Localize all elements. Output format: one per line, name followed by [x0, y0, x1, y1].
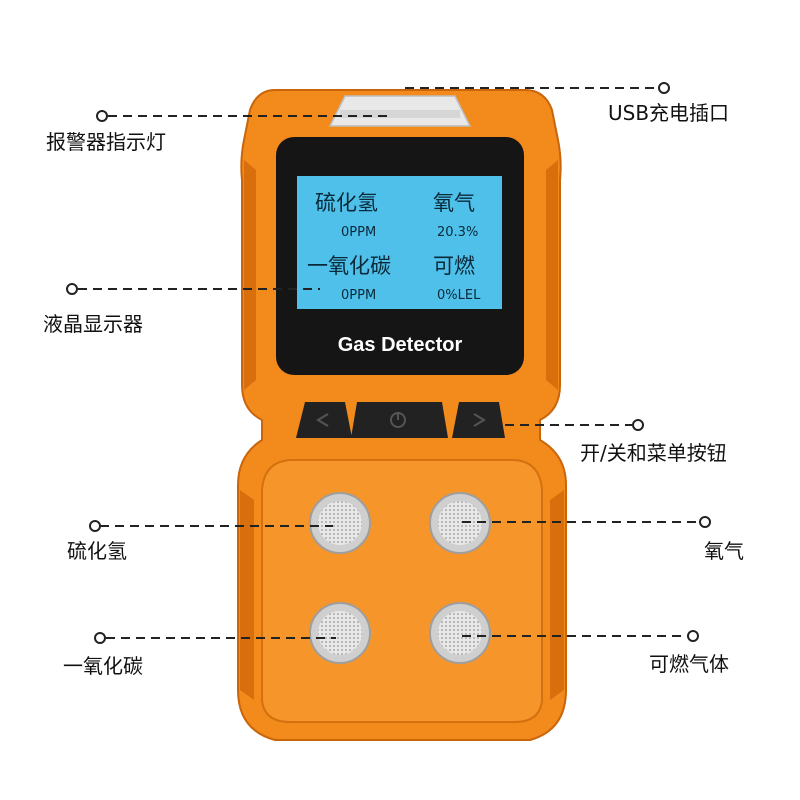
right-grip	[546, 160, 558, 390]
co-sensor-label: 一氧化碳	[63, 654, 143, 678]
brand-text: Gas Detector	[338, 334, 463, 356]
combustible-sensor	[429, 602, 491, 664]
usb-dot	[658, 82, 670, 94]
lcd-co-value: 0PPM	[341, 288, 376, 303]
h2s-dot	[89, 520, 101, 532]
combustible-sensor-label: 可燃气体	[649, 652, 729, 676]
co-dot	[94, 632, 106, 644]
lower-left-grip	[240, 490, 254, 700]
buttons-dot	[632, 419, 644, 431]
buttons-label: 开/关和菜单按钮	[580, 441, 727, 465]
lower-right-grip	[550, 490, 564, 700]
lcd-co-label: 一氧化碳	[307, 254, 391, 278]
h2s-sensor-label: 硫化氢	[67, 539, 127, 563]
leader-dots	[66, 82, 711, 644]
lcd-display-label: 液晶显示器	[43, 312, 143, 336]
h2s-sensor	[309, 492, 371, 554]
lcd-o2-label: 氧气	[433, 191, 475, 215]
alarm-light-label: 报警器指示灯	[46, 130, 166, 154]
lcd-lel-label: 可燃	[433, 254, 475, 278]
alarm-dot	[96, 110, 108, 122]
o2-sensor-label: 氧气	[704, 539, 744, 563]
co-sensor	[309, 602, 371, 664]
power-button[interactable]	[351, 402, 448, 438]
left-button[interactable]	[296, 402, 352, 438]
alarm-light-stripe	[340, 110, 460, 118]
lcd-screen	[297, 176, 502, 309]
triangle-right-icon	[473, 413, 486, 427]
lcd-lel-value: 0%LEL	[437, 288, 481, 303]
lcd-h2s-value: 0PPM	[341, 225, 376, 240]
o2-sensor	[429, 492, 491, 554]
lcd-h2s-label: 硫化氢	[315, 191, 378, 215]
leader-lines	[78, 87, 700, 639]
sensor-panel	[261, 459, 543, 723]
lcd-dot	[66, 283, 78, 295]
right-button[interactable]	[452, 402, 505, 438]
combustible-dot	[687, 630, 699, 642]
o2-dot	[699, 516, 711, 528]
triangle-left-icon	[316, 413, 329, 427]
usb-port-label: USB充电插口	[608, 101, 730, 125]
lcd-o2-value: 20.3%	[437, 225, 478, 240]
left-grip	[244, 160, 256, 390]
